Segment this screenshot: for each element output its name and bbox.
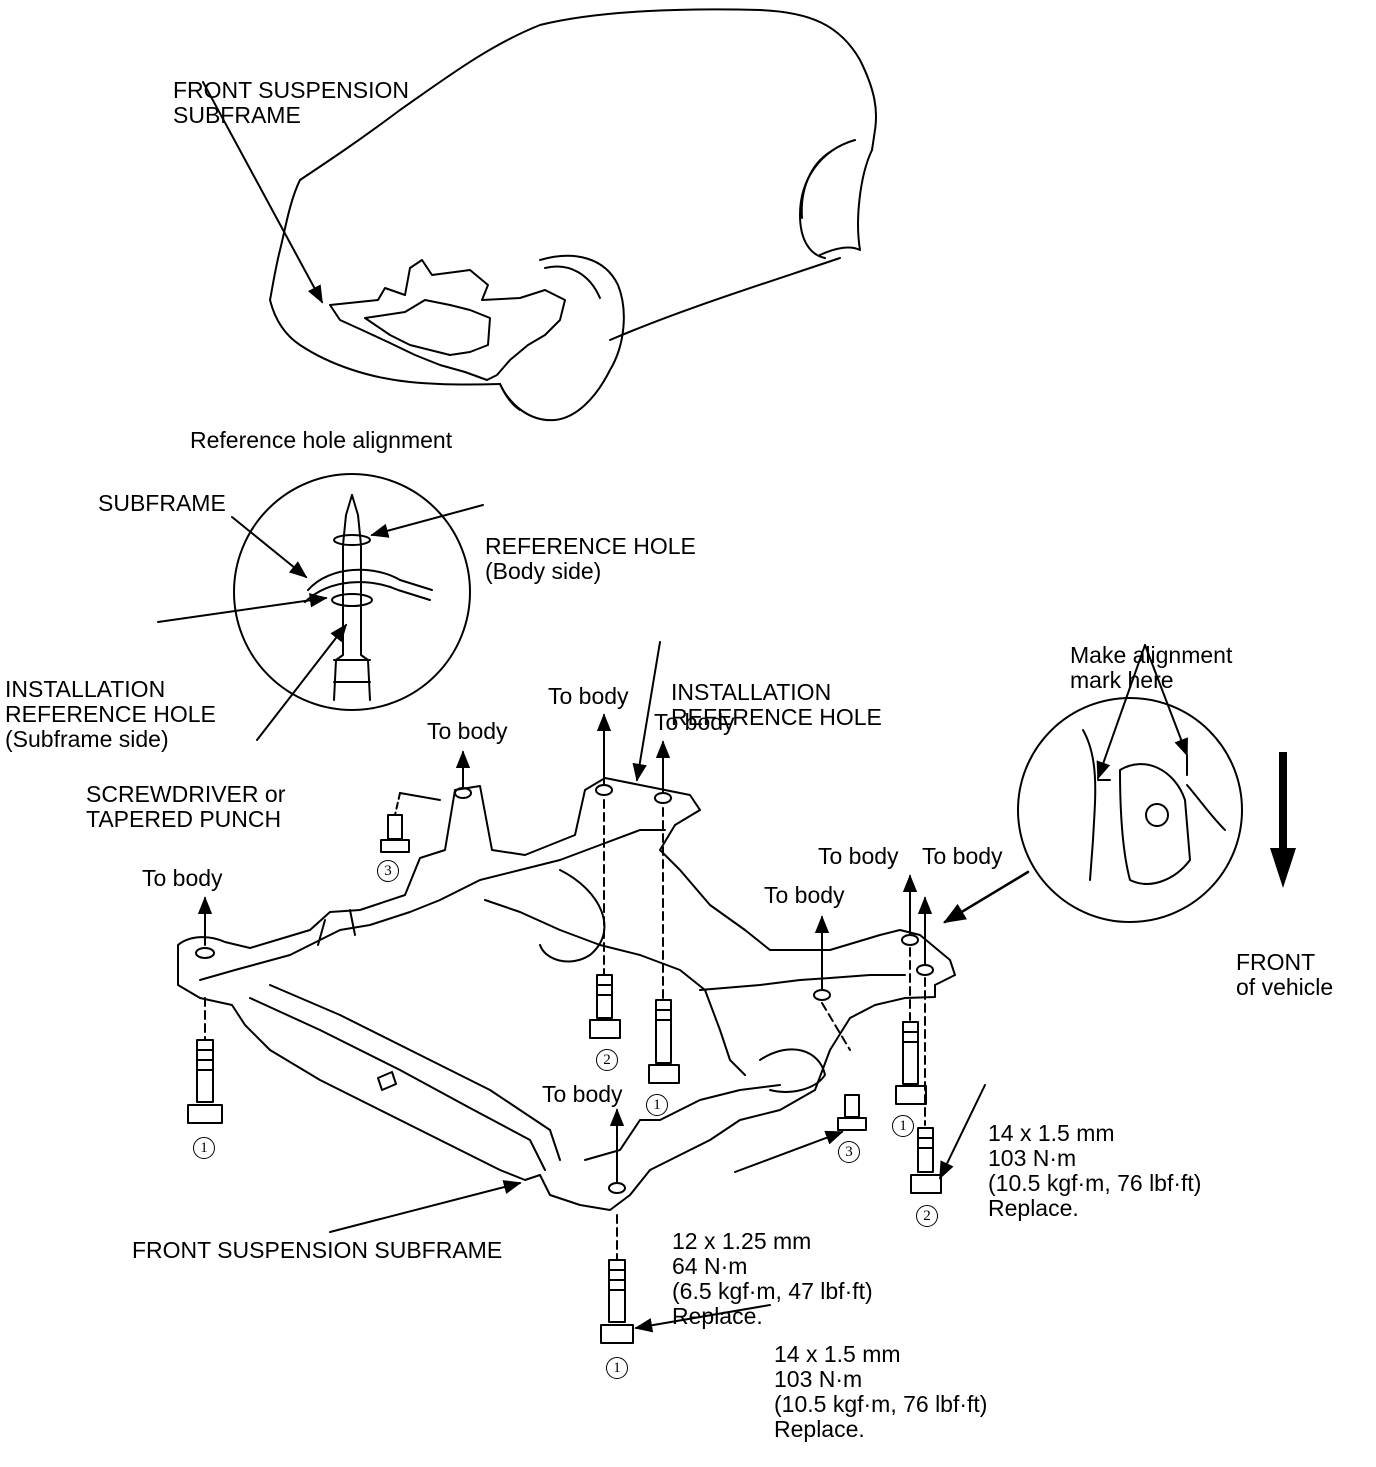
to-body-label-right: To body	[764, 882, 845, 908]
alignment-mark-detail	[1017, 697, 1243, 923]
bolt-number-1-left: 1	[193, 1137, 215, 1159]
bolt-right-3	[837, 1094, 867, 1131]
spec-14-right-leader	[939, 1084, 986, 1180]
to-body-label-bottom: To body	[542, 1081, 623, 1107]
bolt-number-2-center: 2	[596, 1049, 618, 1071]
to-body-label-center-right: To body	[654, 709, 735, 735]
reference-hole-leader	[370, 504, 484, 538]
bolt-center-2	[589, 974, 621, 1039]
front-arrow-icon	[1270, 752, 1296, 888]
bolts	[187, 814, 942, 1344]
spec-12-leader	[734, 1130, 844, 1173]
bolt-number-2-right: 2	[916, 1205, 938, 1227]
detail-pointer	[943, 870, 1030, 924]
bolt-center-1	[648, 999, 680, 1084]
bolt-bottom-1	[600, 1259, 634, 1344]
car-subframe-leader	[202, 81, 323, 304]
diagram-artwork	[157, 8, 1296, 1344]
subframe-leader	[231, 516, 308, 579]
to-body-label-center: To body	[548, 683, 629, 709]
bolt-number-3-right: 3	[838, 1141, 860, 1163]
reference-hole-label: REFERENCE HOLE(Body side)	[485, 533, 696, 584]
bolt-number-1-right: 1	[892, 1115, 914, 1137]
bolt-right-2	[910, 1127, 942, 1194]
subframe-label: SUBFRAME	[98, 490, 226, 516]
screwdriver-leader	[256, 623, 348, 741]
to-body-label-upper-left: To body	[427, 718, 508, 744]
bolt-number-1-center: 1	[646, 1094, 668, 1116]
to-body-label-left: To body	[142, 865, 223, 891]
spec-14-bottom-leader	[634, 1304, 771, 1333]
front-suspension-subframe-label: FRONT SUSPENSION SUBFRAME	[132, 1237, 503, 1263]
bolt-upper-3	[380, 814, 410, 853]
alignment-mark-leader-2	[1144, 644, 1188, 757]
installation-ref-hole-right-leader	[632, 641, 661, 782]
bolt-right-1	[895, 1021, 927, 1105]
reference-hole-alignment-title: Reference hole alignment	[190, 427, 453, 453]
bolt-number-3-upper: 3	[377, 860, 399, 882]
installation-ref-hole-leader	[157, 593, 328, 623]
alignment-mark-leader-1	[1096, 644, 1146, 780]
bolt-number-1-bottom: 1	[606, 1357, 628, 1379]
to-body-label-right-b: To body	[922, 843, 1003, 869]
bolt-left-1	[187, 1039, 223, 1124]
to-body-label-right-a: To body	[818, 843, 899, 869]
car-outline	[269, 8, 878, 422]
front-subframe-leader	[329, 1180, 522, 1233]
reference-hole-detail	[233, 473, 471, 711]
